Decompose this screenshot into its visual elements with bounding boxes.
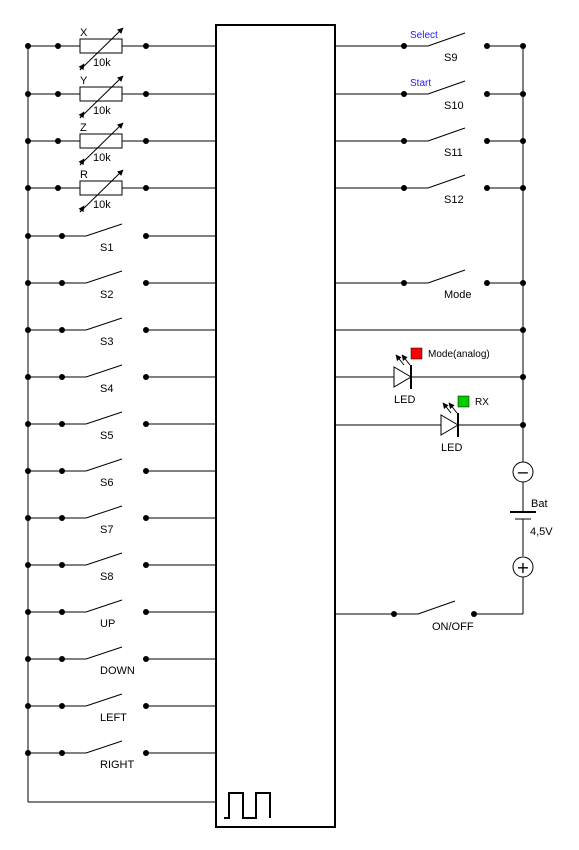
switch-label: Mode: [444, 289, 472, 301]
switch-label: S10: [444, 100, 464, 112]
potentiometer-value: 10k: [93, 199, 111, 211]
led-label: LED: [394, 394, 415, 406]
power-switch-label: ON/OFF: [432, 621, 474, 633]
switch-s10[interactable]: S10 Start: [335, 78, 526, 112]
switch-label: UP: [100, 618, 115, 630]
potentiometer-name: Y: [80, 75, 88, 87]
switch-s4[interactable]: S4: [25, 364, 216, 395]
switch-down[interactable]: DOWN: [25, 646, 216, 677]
potentiometer-name: R: [80, 169, 88, 181]
potentiometer-r: R 10k: [25, 169, 216, 213]
battery-minus-symbol: −: [516, 463, 529, 482]
switch-label: S3: [100, 336, 113, 348]
switch-s8[interactable]: S8: [25, 552, 216, 583]
switch-label: LEFT: [100, 712, 127, 724]
battery-label: Bat: [531, 498, 548, 510]
switch-label: S7: [100, 524, 113, 536]
clock-waveform-icon: [224, 792, 271, 819]
switch-label: S1: [100, 242, 113, 254]
potentiometer-z: Z 10k: [25, 122, 216, 166]
battery: − Bat 4,5V +: [510, 461, 553, 614]
potentiometer-name: X: [80, 27, 88, 39]
switch-label: RIGHT: [100, 759, 135, 771]
switch-s12[interactable]: S12: [335, 174, 526, 206]
switch-label: S6: [100, 477, 113, 489]
led-label: LED: [441, 442, 462, 454]
potentiometer-value: 10k: [93, 152, 111, 164]
potentiometer-x: X 10k: [25, 27, 216, 71]
switch-right[interactable]: RIGHT: [25, 740, 216, 771]
led-color-indicator: [410, 347, 423, 360]
switch-label: S9: [444, 52, 457, 64]
switch-label: S12: [444, 194, 464, 206]
switch-s3[interactable]: S3: [25, 317, 216, 348]
battery-voltage: 4,5V: [530, 526, 553, 538]
power-switch[interactable]: ON/OFF: [335, 600, 523, 633]
switch-s1[interactable]: S1: [25, 223, 216, 254]
switch-left[interactable]: LEFT: [25, 693, 216, 724]
switch-label: S2: [100, 289, 113, 301]
switch-s11[interactable]: S11: [335, 127, 526, 159]
led-rx: RX LED: [335, 395, 526, 454]
switch-s9[interactable]: S9 Select: [335, 30, 526, 64]
led-color-indicator: [457, 395, 470, 408]
switch-label: S8: [100, 571, 113, 583]
battery-plus-symbol: +: [516, 558, 529, 577]
led-mode-analog: Mode(analog) LED: [335, 347, 526, 406]
switch-s6[interactable]: S6: [25, 458, 216, 489]
switch-s5[interactable]: S5: [25, 411, 216, 442]
switch-label: S5: [100, 430, 113, 442]
switch-s2[interactable]: S2: [25, 270, 216, 301]
potentiometer-value: 10k: [93, 105, 111, 117]
switch-s7[interactable]: S7: [25, 505, 216, 536]
potentiometer-name: Z: [80, 122, 87, 134]
potentiometer-value: 10k: [93, 57, 111, 69]
switch-label: S4: [100, 383, 113, 395]
switch-function-label: Select: [410, 30, 438, 41]
controller-chip: [215, 24, 336, 828]
led-indicator-label: RX: [475, 397, 489, 408]
potentiometer-y: Y 10k: [25, 75, 216, 119]
switch-mode[interactable]: Mode: [335, 269, 526, 301]
switch-label: S11: [444, 147, 463, 159]
switch-up[interactable]: UP: [25, 599, 216, 630]
led-indicator-label: Mode(analog): [428, 349, 490, 360]
switch-function-label: Start: [410, 78, 431, 89]
switch-label: DOWN: [100, 665, 135, 677]
